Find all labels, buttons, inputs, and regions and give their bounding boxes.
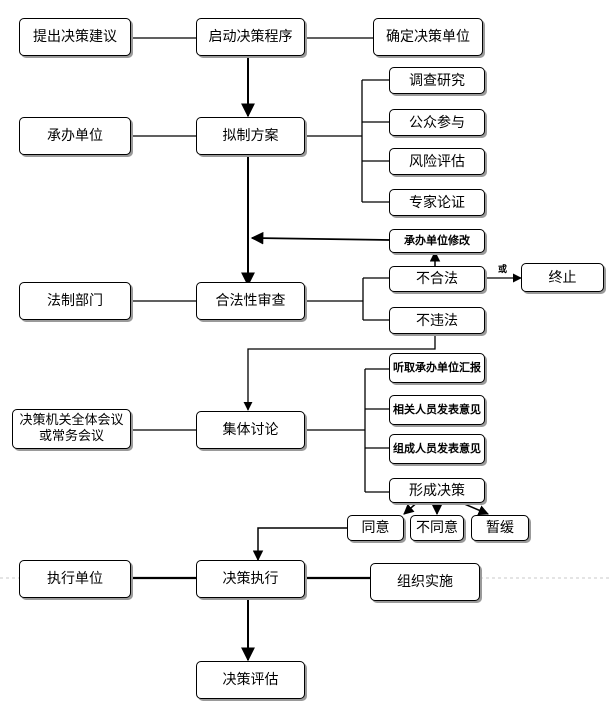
disagree-box: 不同意 xyxy=(410,515,464,541)
agree-box: 同意 xyxy=(347,515,404,541)
illegal-label: 不合法 xyxy=(416,271,458,287)
collective-discussion-box: 集体讨论 xyxy=(196,411,305,449)
decision-body-box: 决策机关全体会议或常务会议 xyxy=(12,409,131,449)
hosting-revise-box: 承办单位修改 xyxy=(389,229,485,253)
collective-discussion-label: 集体讨论 xyxy=(222,422,279,438)
executing-unit-box: 执行单位 xyxy=(19,560,131,598)
not-illegal-label: 不违法 xyxy=(416,312,458,329)
decision-body-label: 决策机关全体会议或常务会议 xyxy=(19,413,124,444)
propose-decision-box: 提出决策建议 xyxy=(19,18,131,56)
form-decision-box: 形成决策 xyxy=(389,478,485,503)
draft-plan-label: 拟制方案 xyxy=(222,128,279,144)
disagree-label: 不同意 xyxy=(416,520,458,536)
line-notillegal-discussion xyxy=(243,336,436,411)
public-participation-box: 公众参与 xyxy=(389,109,485,136)
hosting-unit-box: 承办单位 xyxy=(19,117,131,155)
decision-evaluate-label: 决策评估 xyxy=(222,672,279,688)
start-procedure-box: 启动决策程序 xyxy=(196,18,305,56)
research-box: 调查研究 xyxy=(389,67,485,94)
legal-department-label: 法制部门 xyxy=(47,293,103,309)
start-procedure-label: 启动决策程序 xyxy=(208,29,293,45)
propose-decision-label: 提出决策建议 xyxy=(33,29,117,45)
confirm-unit-box: 确定决策单位 xyxy=(373,18,483,56)
not-illegal-box: 不违法 xyxy=(389,307,485,334)
legal-department-box: 法制部门 xyxy=(19,282,131,320)
decision-evaluate-box: 决策评估 xyxy=(196,661,305,699)
member-opinions-box: 组成人员发表意见 xyxy=(389,434,485,464)
hosting-revise-label: 承办单位修改 xyxy=(404,234,470,247)
terminate-label: 终止 xyxy=(548,269,577,286)
agree-label: 同意 xyxy=(361,520,390,536)
risk-assessment-box: 风险评估 xyxy=(389,148,485,175)
postpone-box: 暂缓 xyxy=(471,515,529,541)
risk-assessment-label: 风险评估 xyxy=(409,153,465,170)
expert-review-box: 专家论证 xyxy=(389,189,485,216)
arrow-revise-draft xyxy=(250,231,390,245)
legality-review-box: 合法性审查 xyxy=(196,282,305,320)
hear-report-box: 听取承办单位汇报 xyxy=(389,353,485,383)
draft-plan-box: 拟制方案 xyxy=(196,117,305,155)
illegal-box: 不合法 xyxy=(389,266,485,292)
postpone-label: 暂缓 xyxy=(486,520,514,536)
member-opinions-label: 组成人员发表意见 xyxy=(393,442,481,455)
line-agree-execute xyxy=(252,527,347,562)
related-opinions-box: 相关人员发表意见 xyxy=(389,395,485,425)
decision-execute-box: 决策执行 xyxy=(196,560,305,598)
or-label: 或 xyxy=(498,265,508,275)
hosting-unit-label: 承办单位 xyxy=(47,128,103,144)
related-opinions-label: 相关人员发表意见 xyxy=(393,403,481,416)
terminate-box: 终止 xyxy=(521,263,604,292)
organize-implement-label: 组织实施 xyxy=(397,574,453,590)
legality-review-label: 合法性审查 xyxy=(215,293,286,309)
confirm-unit-label: 确定决策单位 xyxy=(386,29,470,45)
research-label: 调查研究 xyxy=(409,72,465,89)
organize-implement-box: 组织实施 xyxy=(370,563,480,601)
form-decision-label: 形成决策 xyxy=(409,482,465,499)
hear-report-label: 听取承办单位汇报 xyxy=(393,361,481,374)
public-participation-label: 公众参与 xyxy=(409,114,465,131)
decision-execute-label: 决策执行 xyxy=(222,571,279,587)
executing-unit-label: 执行单位 xyxy=(47,571,103,587)
expert-review-label: 专家论证 xyxy=(409,194,465,211)
